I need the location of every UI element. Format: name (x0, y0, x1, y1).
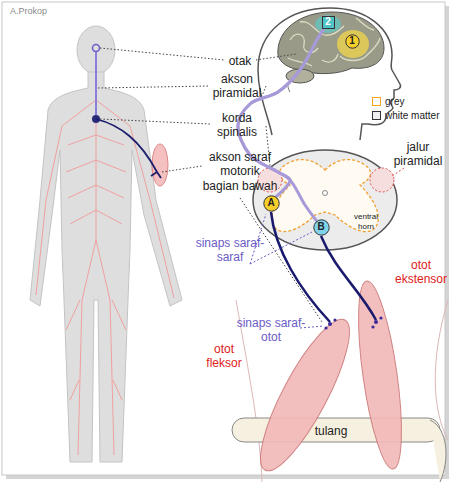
motor-axon (321, 236, 376, 320)
skin-outline (236, 300, 448, 482)
human-figure (30, 26, 182, 462)
synapse-dot (371, 325, 374, 328)
leader-line (162, 166, 202, 172)
synapse-leaders (250, 214, 324, 328)
upper-neuron (93, 45, 100, 52)
node-outline (263, 195, 278, 210)
leader-line (100, 48, 224, 60)
nerve-muscle-synapses (324, 316, 382, 329)
brain (278, 12, 384, 74)
leader-lines (98, 48, 322, 322)
ear (288, 80, 294, 92)
neuron-circle: B (313, 219, 330, 236)
nerve-line (96, 240, 114, 455)
leader-line (100, 119, 210, 124)
synapse-dot (324, 326, 327, 329)
nerve-line (66, 300, 126, 400)
gyrus (356, 18, 374, 30)
nerve-network (36, 76, 174, 455)
bone-label: tulang (306, 424, 356, 438)
brain-area-1 (337, 30, 369, 58)
synapse-label: sinaps saraf-saraf (193, 236, 267, 265)
leader-line (256, 54, 296, 60)
part-label: akson saraf motorik bagian bawah (202, 150, 278, 193)
nerve-line (96, 100, 174, 298)
brain-area-2 (315, 15, 341, 33)
nerve-line (66, 135, 126, 224)
gyrus (288, 54, 338, 66)
callout-number-box: 2 (322, 16, 335, 29)
central-canal (323, 191, 328, 196)
legend-row: white matter (372, 110, 439, 121)
leader-line (240, 198, 322, 322)
synapse-dot (379, 316, 382, 319)
part-label: akson piramidal (206, 72, 268, 101)
region-label: ventral horn (346, 212, 386, 231)
muscle-label: otot fleksor (196, 342, 252, 371)
gyrus (290, 34, 318, 52)
synapse-dot (333, 318, 336, 321)
callout-number-circle: 1 (345, 34, 360, 49)
node-label: B (313, 219, 330, 236)
figure-body (30, 72, 182, 462)
legend-text: white matter (385, 110, 439, 121)
leader-line (392, 168, 404, 176)
node-label: 1 (345, 34, 360, 49)
motor-axon (96, 119, 161, 178)
face-outline (258, 8, 401, 140)
synapse-dot (374, 320, 378, 324)
node-outline (322, 16, 334, 28)
legend-row: grey (372, 96, 404, 107)
arm-muscle (152, 144, 168, 186)
legend-text: grey (385, 96, 404, 107)
head-profile (258, 8, 401, 140)
pyramidal-axon (95, 52, 97, 115)
synapse-dot (328, 322, 332, 326)
node-label: A (263, 195, 280, 212)
neuron-circle: A (263, 195, 280, 212)
legend-swatch (372, 111, 381, 120)
node-outline (345, 34, 358, 47)
muscle-label: otot ekstensor (392, 258, 450, 287)
part-label: korda spinalis (206, 111, 268, 140)
pyramidal-tract (370, 168, 394, 192)
legend-swatch (372, 97, 381, 106)
motor-axon (271, 212, 330, 322)
credit-text: A.Prokop (10, 6, 80, 17)
node-label: 2 (322, 16, 335, 29)
arm (232, 279, 448, 482)
card (2, 2, 445, 475)
node-outline (313, 219, 328, 234)
synapse-label: sinaps saraf-otot (236, 316, 306, 345)
leader-line (98, 86, 210, 88)
leader-line (262, 86, 266, 96)
nerve-line (78, 240, 96, 455)
extensor-muscle (350, 279, 410, 472)
part-label: otak (215, 54, 265, 68)
cerebellum (286, 69, 314, 83)
bone-end (430, 420, 446, 482)
nerve-line (36, 100, 96, 295)
part-label: jalur piramidal (388, 140, 448, 169)
